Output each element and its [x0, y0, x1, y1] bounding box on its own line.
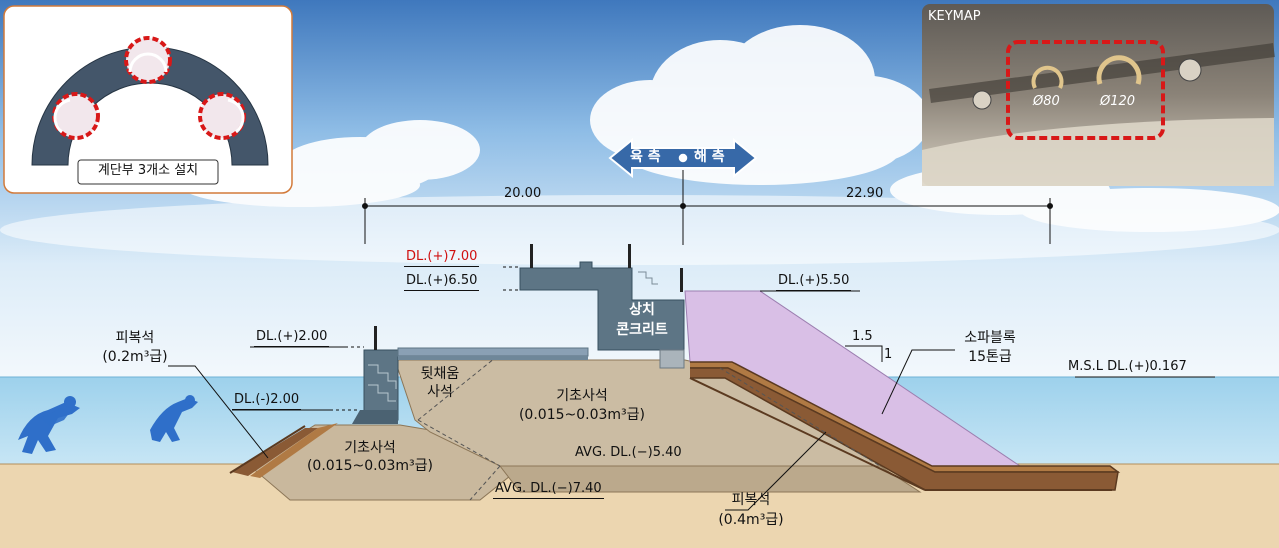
level-avg-low: AVG. DL.(−)7.40 — [493, 481, 604, 499]
arch-shape — [31, 46, 269, 166]
land-side-label: 육 측 — [630, 149, 661, 165]
level-msl: M.S.L DL.(+)0.167 — [1068, 359, 1187, 374]
level-avg-mid: AVG. DL.(−)5.40 — [575, 445, 682, 460]
keymap-pipe-large: Ø120 — [1100, 94, 1136, 109]
cover-left-label-1: 피복석 — [115, 330, 155, 346]
cap-concrete-label-2: 콘크리트 — [616, 322, 668, 338]
slope-indicator — [845, 345, 883, 362]
keymap-pipe-small: Ø80 — [1033, 94, 1060, 109]
armor-label-1: 소파블록 — [964, 330, 1016, 346]
core-stone-spec: (0.015~0.03m³급) — [518, 407, 646, 423]
dimension-line — [362, 198, 1053, 244]
slope-vertical: 1 — [884, 347, 893, 362]
level-crest-top: DL.(+)7.00 — [404, 249, 480, 267]
level-back-toe: DL.(-)2.00 — [232, 392, 302, 410]
dimension-right: 22.90 — [846, 186, 884, 201]
slope-horizontal: 1.5 — [852, 329, 873, 344]
base-stone-spec: (0.015~0.03m³급) — [306, 458, 434, 474]
base-stone-label: 기초사석 — [344, 440, 396, 456]
core-stone-label: 기초사석 — [556, 388, 608, 404]
clouds — [0, 25, 1279, 265]
backfill-label-2: 사석 — [427, 384, 453, 400]
cover-right-label-2: (0.4m³급) — [718, 512, 784, 528]
level-crest: DL.(+)6.50 — [404, 273, 480, 291]
boundary-lines — [417, 353, 881, 501]
leader-lines — [168, 266, 1215, 511]
inset-arch-frame — [3, 5, 293, 194]
keymap-panel — [922, 4, 1275, 186]
cover-stone-left — [232, 428, 318, 476]
deck-slab — [397, 347, 589, 357]
sea-side-label: 해 측 — [694, 149, 725, 165]
level-armor-top: DL.(+)5.50 — [776, 273, 852, 291]
divers — [18, 395, 198, 454]
cover-left-label-2: (0.2m³급) — [102, 349, 168, 365]
armor-label-2: 15톤급 — [968, 349, 1012, 365]
keymap-title: KEYMAP — [928, 9, 981, 24]
cover-stone-right — [689, 361, 1121, 491]
dimension-left: 20.00 — [504, 186, 542, 201]
level-backfill-top: DL.(+)2.00 — [254, 329, 330, 347]
core-stone-lower — [498, 465, 922, 493]
cap-concrete-label-1: 상치 — [629, 302, 655, 318]
backfill-label-1: 뒷채움 — [420, 366, 460, 382]
keymap-highlight — [1006, 40, 1165, 140]
inset-caption: 계단부 3개소 설치 — [97, 163, 199, 178]
cover-right-label-1: 피복석 — [731, 492, 771, 508]
cap-concrete — [519, 261, 685, 361]
direction-arrow — [608, 137, 758, 179]
